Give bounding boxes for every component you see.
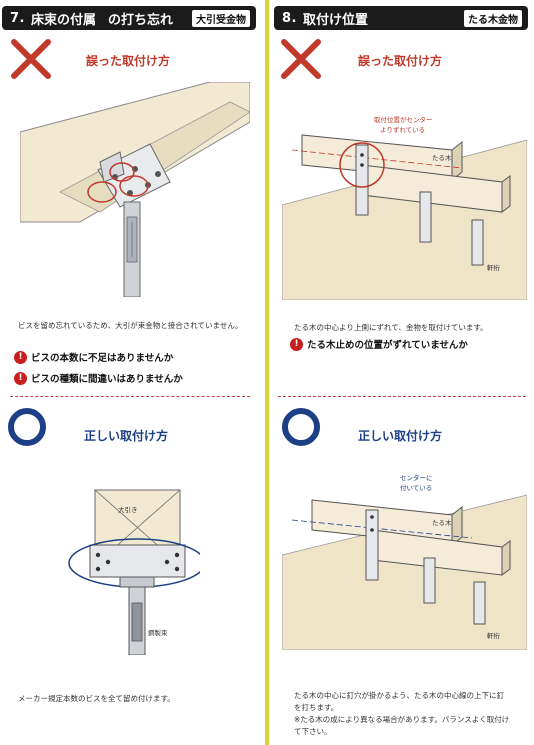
wrong-heading: 誤った取付け方 bbox=[86, 54, 171, 68]
section-header: 7. 床束の付属 の打ち忘れ 大引受金物 bbox=[2, 6, 256, 30]
post-label: 鋼製束 bbox=[148, 628, 168, 637]
description-line: を打ちます。 bbox=[294, 703, 339, 712]
warning-text: たる木止めの位置がずれていませんか bbox=[307, 340, 468, 351]
callout-line: よりずれている bbox=[380, 125, 425, 134]
section-number: 8. bbox=[282, 10, 297, 26]
callout-line: 付いている bbox=[400, 483, 432, 492]
section-separator bbox=[278, 396, 526, 397]
warning-icon: ! bbox=[14, 350, 27, 364]
section-separator bbox=[10, 396, 250, 397]
column-divider bbox=[262, 0, 272, 745]
correct-circle-icon bbox=[282, 408, 320, 446]
purlin-label: 軒桁 bbox=[487, 263, 501, 272]
callout-line: センターに bbox=[400, 473, 433, 482]
wrong-floor-post-illustration bbox=[20, 82, 250, 297]
correct-circle-icon bbox=[8, 408, 46, 446]
warning-icon: ! bbox=[14, 371, 27, 385]
section-tag: 大引受金物 bbox=[192, 9, 250, 27]
section-tag: たる木金物 bbox=[464, 9, 522, 27]
wrong-description: たる木の中心より上側にずれて、金物を取付けています。 bbox=[294, 323, 488, 332]
warning-icon: ! bbox=[290, 337, 303, 351]
section-number: 7. bbox=[10, 10, 25, 26]
section-8: 8. 取付け位置 たる木金物 誤った取付け方 取付位置がセンター よりずれている… bbox=[272, 0, 534, 745]
wrong-x-icon bbox=[281, 39, 321, 79]
warning-text: ビスの本数に不足はありませんか bbox=[31, 353, 174, 364]
correct-description: たる木の中心に釘穴が掛かるよう、たる木の中心線の上下に釘 を打ちます。 ※たる木… bbox=[294, 690, 530, 738]
callout-line: 取付位置がセンター bbox=[374, 115, 433, 124]
beam-label: 大引き bbox=[118, 505, 138, 514]
wrong-heading: 誤った取付け方 bbox=[358, 54, 443, 68]
wrong-x-icon bbox=[11, 39, 51, 79]
warning-item: ! たる木止めの位置がずれていませんか bbox=[290, 337, 468, 351]
warning-text: ビスの種類に間違いはありませんか bbox=[31, 374, 183, 385]
description-line: ※たる木の成により異なる場合があります。バランスよく取付け bbox=[294, 715, 510, 724]
section-7: 7. 床束の付属 の打ち忘れ 大引受金物 誤った取付け方 ビスを留め忘れているた… bbox=[0, 0, 262, 745]
correct-heading: 正しい取付け方 bbox=[84, 429, 169, 443]
wrong-description: ビスを留め忘れているため、大引が束金物と接合されていません。 bbox=[18, 321, 243, 330]
correct-description: メーカー規定本数のビスを全て留め付けます。 bbox=[18, 694, 175, 703]
section-title: 床束の付属 bbox=[30, 12, 96, 28]
correct-rafter-illustration: センターに 付いている たる木 軒桁 bbox=[282, 473, 527, 650]
purlin-label: 軒桁 bbox=[487, 631, 501, 640]
section-title-suffix: の打ち忘れ bbox=[108, 12, 174, 28]
warning-item: ! ビスの種類に間違いはありませんか bbox=[14, 371, 183, 385]
correct-heading: 正しい取付け方 bbox=[358, 429, 443, 443]
warning-item: ! ビスの本数に不足はありませんか bbox=[14, 350, 173, 364]
rafter-label: たる木 bbox=[432, 518, 452, 527]
wrong-rafter-illustration: 取付位置がセンター よりずれている たる木 軒桁 bbox=[282, 115, 527, 300]
section-header: 8. 取付け位置 たる木金物 bbox=[274, 6, 528, 30]
section-title: 取付け位置 bbox=[302, 12, 368, 28]
correct-floor-post-illustration: 大引き 鋼製束 bbox=[68, 489, 200, 655]
description-line: て下さい。 bbox=[294, 727, 332, 736]
rafter-label: たる木 bbox=[432, 153, 452, 162]
description-line: たる木の中心に釘穴が掛かるよう、たる木の中心線の上下に釘 bbox=[294, 691, 504, 700]
